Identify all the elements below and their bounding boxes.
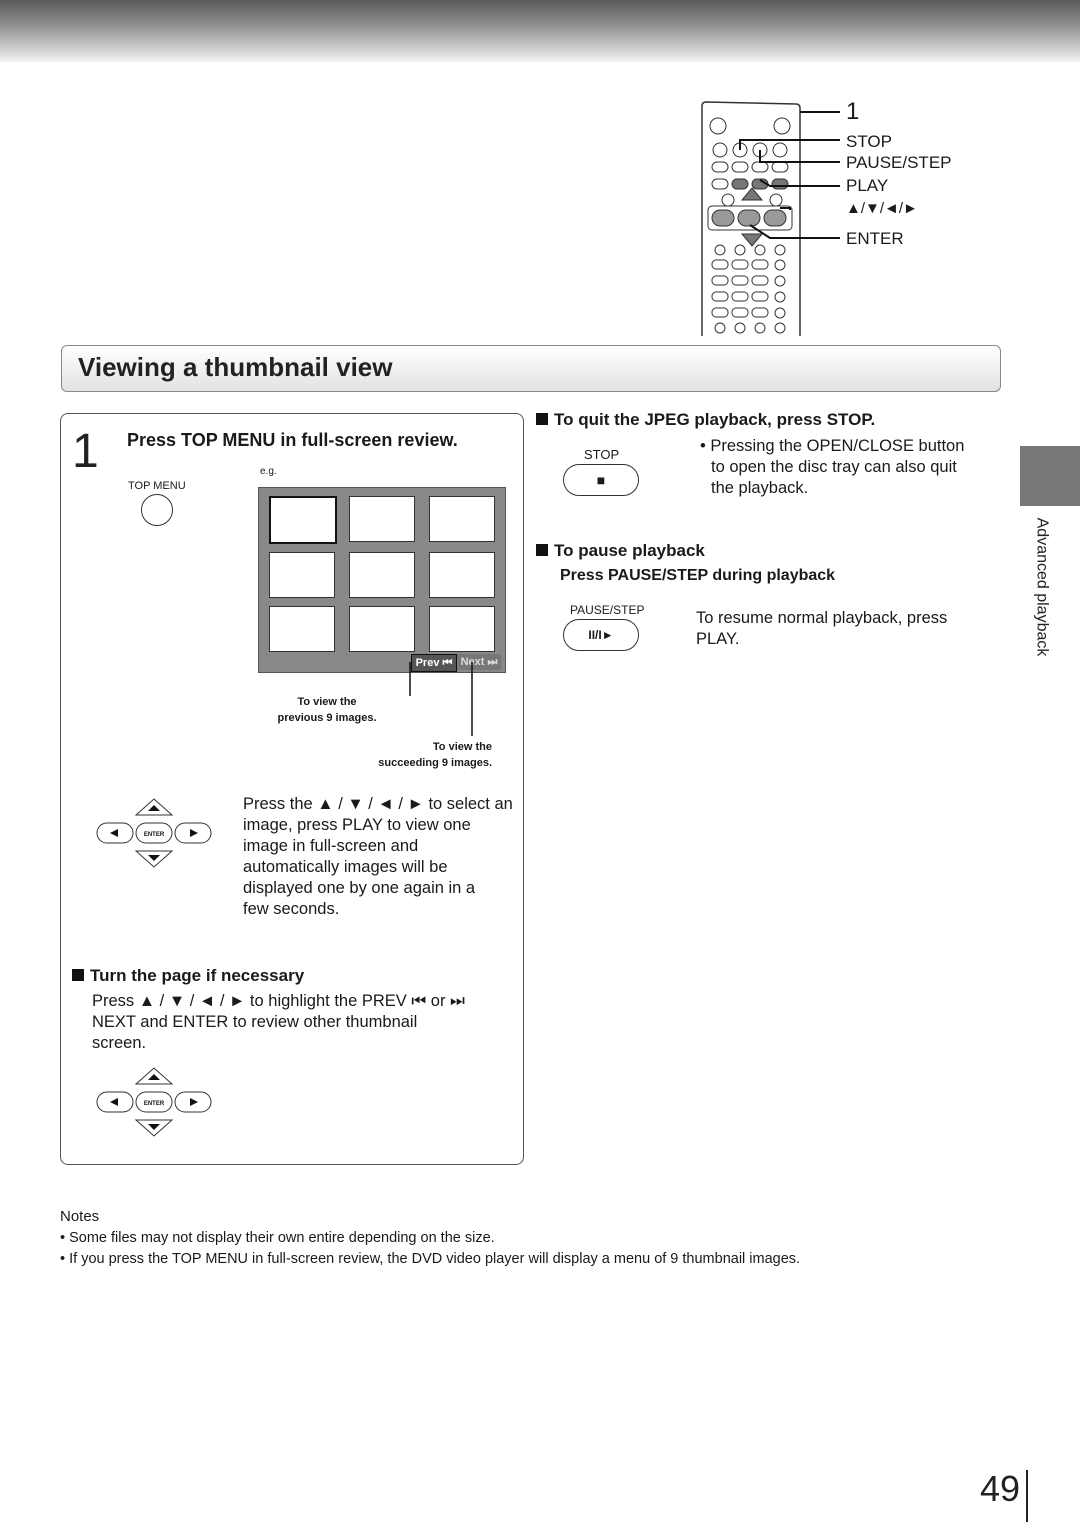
callout-next-text: To view the succeeding 9 images.: [346, 739, 492, 771]
turn-page-heading: Turn the page if necessary: [90, 966, 305, 985]
pause-button-label: PAUSE/STEP: [570, 603, 645, 617]
page-number: 49: [980, 1468, 1021, 1509]
header-band: [0, 0, 1080, 62]
instruction-text: Press the ▲ / ▼ / ◄ / ► to select an ima…: [243, 794, 513, 920]
quit-line-1: • Pressing the OPEN/CLOSE button: [700, 437, 965, 455]
thumbnail-4: [269, 552, 335, 598]
instruction-line-2: image, press PLAY to view one: [243, 816, 471, 834]
instruction-line-3: image in full-screen and: [243, 837, 419, 855]
side-tab-marker: [1020, 446, 1080, 506]
callout-lines: [409, 662, 473, 736]
thumbnail-8: [349, 606, 415, 652]
remote-label-pause-step: PAUSE/STEP: [846, 153, 952, 172]
svg-text:ENTER: ENTER: [144, 1101, 165, 1107]
pause-step-icon: II/I►: [588, 628, 614, 642]
section-title-bar: Viewing a thumbnail view: [61, 345, 1001, 392]
prev-label: Prev: [415, 657, 440, 669]
bullet-square-icon: [72, 969, 84, 981]
remote-step-number: 1: [846, 98, 860, 125]
bullet-square-icon: [536, 413, 548, 425]
remote-label-enter: ENTER: [846, 229, 904, 248]
direction-pad-2: ENTER: [96, 1067, 212, 1137]
note-item-2: • If you press the TOP MENU in full-scre…: [60, 1251, 801, 1267]
thumbnail-3: [429, 496, 495, 542]
side-tab-label: Advanced playback: [1033, 517, 1051, 657]
remote-label-play: PLAY: [846, 176, 889, 195]
bullet-square-icon: [536, 544, 548, 556]
svg-text:ENTER: ENTER: [144, 832, 165, 838]
remote-label-arrows: ▲/▼/◄/►: [846, 200, 918, 217]
thumbnail-1: [269, 496, 337, 544]
instruction-line-6: few seconds.: [243, 900, 340, 918]
stop-icon: ■: [596, 472, 606, 488]
prev-button[interactable]: Prev ⏮: [411, 654, 457, 672]
remote-control-illustration: [701, 101, 840, 336]
prev-icon: ⏮: [442, 657, 453, 669]
pause-line-2: PLAY.: [696, 630, 740, 648]
section-title: Viewing a thumbnail view: [78, 352, 393, 382]
pause-heading: To pause playback: [554, 541, 705, 560]
callout-prev-text: To view the previous 9 images.: [262, 694, 392, 726]
callout-prev-line-1: To view the: [297, 696, 357, 708]
pause-heading-row: To pause playback: [536, 541, 705, 561]
notes-title: Notes: [60, 1208, 100, 1225]
callout-next-line-1: To view the: [432, 741, 492, 753]
note-item-1: • Some files may not display their own e…: [60, 1230, 495, 1246]
thumbnail-5: [349, 552, 415, 598]
callout-prev-line-2: previous 9 images.: [277, 712, 377, 724]
pause-text: To resume normal playback, press PLAY.: [696, 608, 947, 650]
thumbnail-2: [349, 496, 415, 542]
turn-page-heading-row: Turn the page if necessary: [72, 966, 304, 986]
pause-step-button: II/I►: [563, 619, 639, 651]
step-heading: Press TOP MENU in full-screen review.: [127, 430, 458, 450]
quit-line-3: the playback.: [711, 479, 809, 497]
thumbnail-9: [429, 606, 495, 652]
instruction-line-1: Press the ▲ / ▼ / ◄ / ► to select an: [243, 795, 513, 813]
pause-line-1: To resume normal playback, press: [696, 609, 948, 627]
remote-label-stop: STOP: [846, 132, 892, 151]
top-menu-label: TOP MENU: [128, 480, 186, 492]
quit-text: • Pressing the OPEN/CLOSE button to open…: [700, 436, 964, 499]
stop-button-label: STOP: [584, 447, 620, 462]
callout-next-line-2: succeeding 9 images.: [378, 757, 492, 769]
turn-page-line-2: NEXT and ENTER to review other thumbnail: [92, 1013, 418, 1031]
next-icon: ⏭: [487, 656, 498, 668]
thumbnail-screen: Prev ⏮ Next ⏭: [258, 487, 506, 673]
turn-page-line-1: Press ▲ / ▼ / ◄ / ► to highlight the PRE…: [92, 992, 465, 1010]
page-number-rule: [1026, 1470, 1028, 1522]
step-number: 1: [72, 425, 99, 478]
quit-heading: To quit the JPEG playback, press STOP.: [554, 410, 876, 429]
quit-heading-row: To quit the JPEG playback, press STOP.: [536, 410, 875, 430]
eg-label: e.g.: [260, 466, 277, 477]
thumbnail-6: [429, 552, 495, 598]
top-menu-button: [141, 494, 173, 526]
thumbnail-7: [269, 606, 335, 652]
turn-page-text: Press ▲ / ▼ / ◄ / ► to highlight the PRE…: [92, 991, 465, 1054]
direction-pad-1: ENTER: [96, 798, 212, 868]
stop-button: ■: [563, 464, 639, 496]
instruction-line-5: displayed one by one again in a: [243, 879, 476, 897]
notes-list: • Some files may not display their own e…: [60, 1228, 800, 1270]
quit-line-2: to open the disc tray can also quit: [711, 458, 957, 476]
step-1-panel: [60, 413, 524, 1165]
pause-subheading: Press PAUSE/STEP during playback: [560, 567, 836, 584]
turn-page-line-3: screen.: [92, 1034, 147, 1052]
instruction-line-4: automatically images will be: [243, 858, 448, 876]
